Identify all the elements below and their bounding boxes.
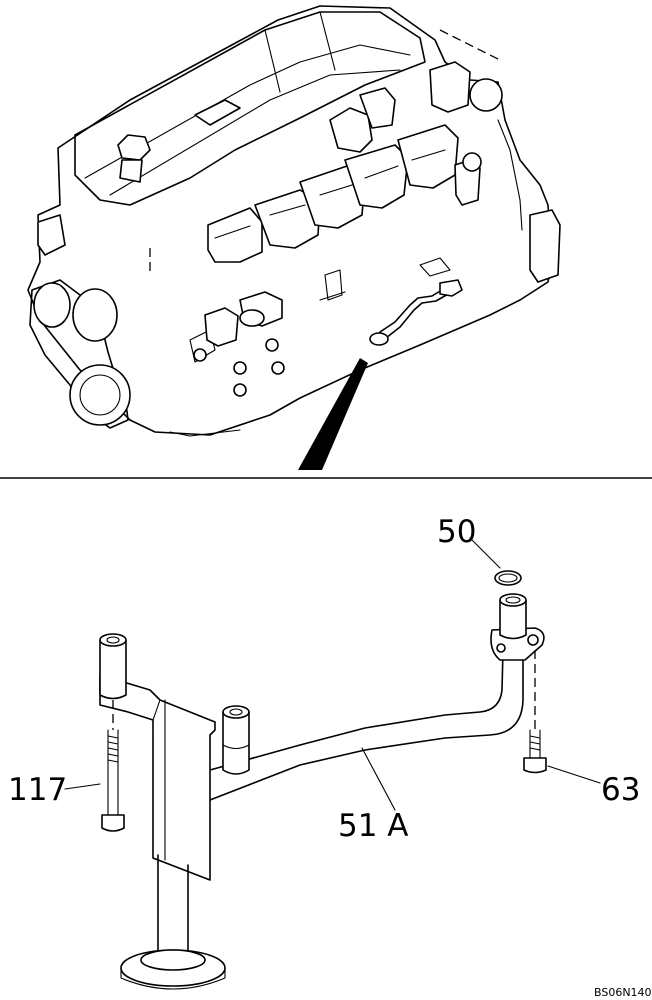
leader-63 xyxy=(547,765,601,784)
engine-overview xyxy=(27,5,561,437)
leader-50 xyxy=(469,537,501,569)
callout-63: 63 xyxy=(601,772,640,808)
callout-117: 117 xyxy=(8,772,67,808)
bolt-117 xyxy=(101,729,125,832)
drawing-code: BS06N140 xyxy=(594,986,652,999)
callout-50: 50 xyxy=(437,514,476,550)
leader-51a xyxy=(361,747,396,811)
bolt-63 xyxy=(523,729,547,774)
oil-suction-pipe-detail xyxy=(64,537,601,990)
detail-pointer xyxy=(298,358,368,470)
leader-117 xyxy=(64,783,101,790)
callout-51a: 51 A xyxy=(338,808,409,844)
